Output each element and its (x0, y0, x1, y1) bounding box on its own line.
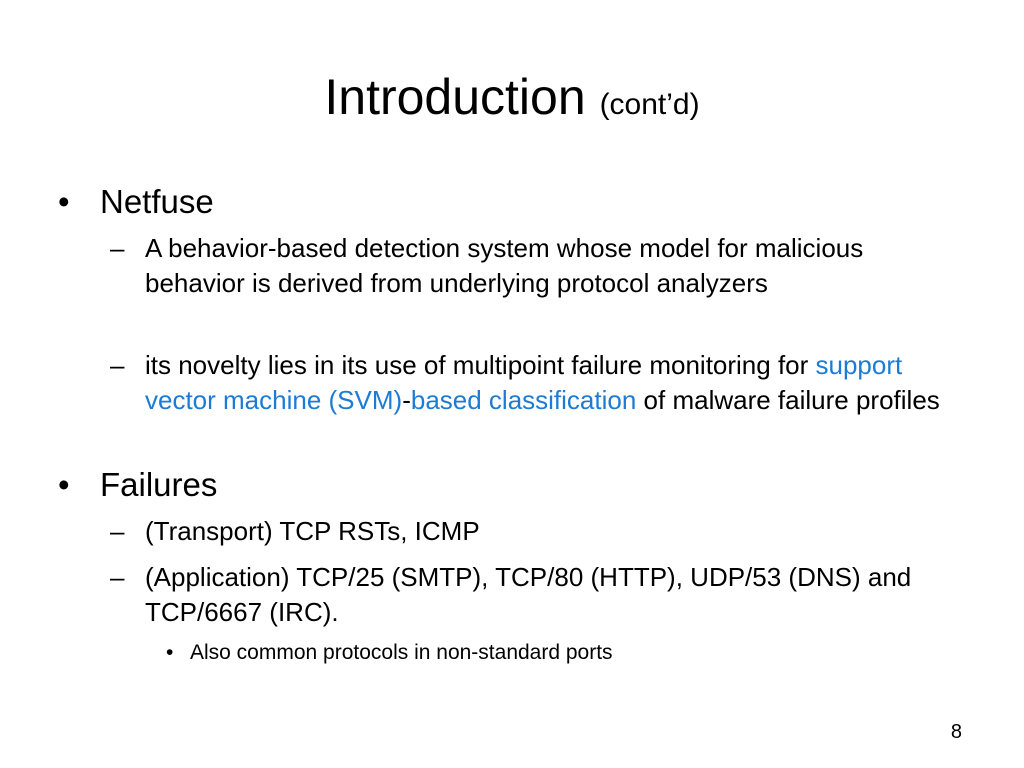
title-suffix: (cont’d) (599, 88, 700, 121)
subitem-text: (Transport) TCP RSTs, ICMP (145, 516, 480, 546)
dash-icon: – (110, 562, 125, 592)
text-after: of malware failure profiles (636, 385, 940, 415)
dash-icon: – (110, 350, 125, 380)
bullet-icon: • (58, 466, 70, 503)
subitem-text: A behavior-based detection system whose … (145, 233, 864, 298)
subitem-application: – (Application) TCP/25 (SMTP), TCP/80 (H… (110, 560, 950, 630)
title-main: Introduction (324, 69, 586, 125)
slide-title: Introduction (cont’d) (0, 62, 1024, 140)
subitem-text: its novelty lies in its use of multipoin… (145, 348, 950, 418)
dash-icon: – (110, 516, 125, 546)
bullet-text: Failures (100, 466, 218, 503)
subitem-text: (Application) TCP/25 (SMTP), TCP/80 (HTT… (145, 562, 912, 627)
text-hyphen: - (402, 385, 411, 415)
subsubitem-text: Also common protocols in non-standard po… (190, 641, 613, 664)
bullet-icon: • (166, 641, 174, 664)
bullet-icon: • (58, 183, 70, 220)
dash-icon: – (110, 233, 125, 263)
highlight-svm: support vector machine (SVM) (145, 350, 903, 415)
page-number: 8 (950, 721, 962, 743)
bullet-text: Netfuse (100, 183, 214, 220)
highlight-classification: based classification (410, 385, 637, 415)
subitem-behavior-based: – A behavior-based detection system whos… (110, 231, 950, 301)
subitem-novelty: – its novelty lies in its use of multipo… (110, 348, 950, 418)
text-before: its novelty lies in its use of multipoin… (145, 350, 816, 380)
subitem-transport: – (Transport) TCP RSTs, ICMP (110, 514, 950, 549)
